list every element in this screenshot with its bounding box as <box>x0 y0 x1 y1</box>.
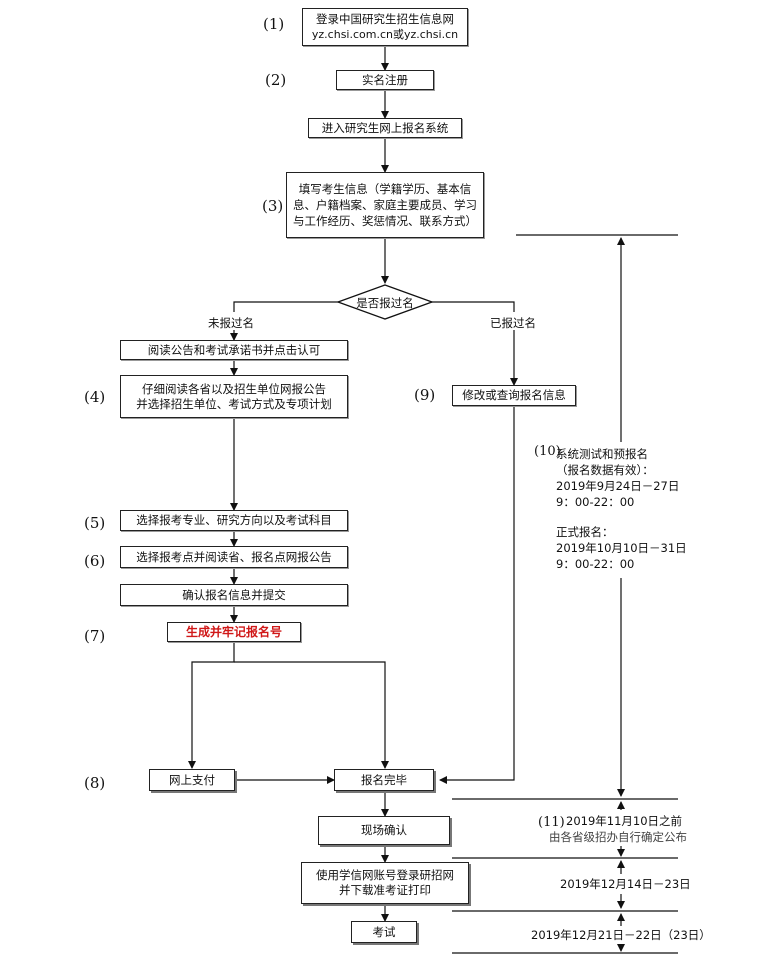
enter-system-label: 进入研究生网上报名系统 <box>321 120 449 135</box>
choose-major-box: 选择报考专业、研究方向以及考试科目 <box>120 510 348 531</box>
step-number-9: (9) <box>414 386 436 404</box>
onsite-time-note-line2: 由各省级招办自行确定公布 <box>549 830 687 844</box>
exam-label: 考试 <box>372 924 396 939</box>
read-notice-box: 阅读公告和考试承诺书并点击认可 <box>120 340 348 360</box>
step-number-6: (6) <box>84 552 106 570</box>
onsite-time-note-line1: 2019年11月10日之前 <box>566 814 683 828</box>
register-done-box: 报名完毕 <box>334 769 434 791</box>
step-number-8: (8) <box>84 774 106 792</box>
onsite-confirm-label: 现场确认 <box>361 823 407 837</box>
choose-site-label: 选择报考点并阅读省、报名点网报公告 <box>136 549 332 564</box>
confirm-submit-label: 确认报名信息并提交 <box>182 587 286 602</box>
register-box: 实名注册 <box>336 70 434 90</box>
fill-info-line1: 填写考生信息（学籍学历、基本信 <box>298 182 472 196</box>
decision-diamond <box>336 284 434 320</box>
login-website-line1: 登录中国研究生招生信息网 <box>316 12 454 26</box>
step-number-2: (2) <box>265 71 287 89</box>
confirm-submit-box: 确认报名信息并提交 <box>120 584 348 606</box>
step-number-11: (11) <box>538 815 565 830</box>
modify-query-box: 修改或查询报名信息 <box>452 385 576 406</box>
step-number-5: (5) <box>84 514 106 532</box>
read-notice-label: 阅读公告和考试承诺书并点击认可 <box>147 342 321 357</box>
decision-label: 是否报过名 <box>356 296 414 310</box>
download-time-note: 2019年12月14日－23日 <box>560 877 691 891</box>
choose-site-box: 选择报考点并阅读省、报名点网报公告 <box>120 546 348 568</box>
pay-online-box: 网上支付 <box>149 769 235 791</box>
onsite-confirm-box: 现场确认 <box>318 816 450 845</box>
formal-registration-note: 正式报名： 2019年10月10日－31日 9：00-22：00 <box>556 525 687 571</box>
pay-online-label: 网上支付 <box>169 772 215 787</box>
modify-query-label: 修改或查询报名信息 <box>462 388 566 402</box>
download-ticket-box: 使用学信网账号登录研招网 并下载准考证打印 <box>301 862 469 904</box>
enter-system-box: 进入研究生网上报名系统 <box>308 118 462 138</box>
line-decision-right <box>430 301 515 312</box>
line-generate-right <box>234 661 389 769</box>
read-unit-line2: 并选择招生单位、考试方式及专项计划 <box>136 396 332 411</box>
choose-major-label: 选择报考专业、研究方向以及考试科目 <box>136 513 332 527</box>
exam-box: 考试 <box>351 921 417 943</box>
step-number-10: (10) <box>534 444 561 459</box>
login-website-line2: yz.chsi.com.cn或yz.chsi.cn <box>311 28 459 41</box>
line-decision-left <box>233 301 340 312</box>
line-generate-split <box>188 642 235 769</box>
not-registered-label: 未报过名 <box>208 316 254 330</box>
step-number-1: (1) <box>263 15 285 33</box>
fill-info-line2: 息、户籍档案、家庭主要成员、学习 <box>293 198 477 212</box>
step-number-3: (3) <box>262 197 284 215</box>
download-ticket-line2: 并下载准考证打印 <box>339 883 431 897</box>
register-done-label: 报名完毕 <box>361 772 407 787</box>
step-number-7: (7) <box>84 627 106 645</box>
read-unit-line1: 仔细阅读各省以及招生单位网报公告 <box>142 381 326 396</box>
download-ticket-line1: 使用学信网账号登录研招网 <box>316 868 454 882</box>
generate-number-label: 生成并牢记报名号 <box>185 624 282 639</box>
fill-info-line3: 与工作经历、奖惩情况、联系方式） <box>293 214 477 228</box>
exam-time-note: 2019年12月21日－22日（23日） <box>531 928 711 942</box>
registered-label: 已报过名 <box>490 316 536 330</box>
step-number-4: (4) <box>84 388 106 406</box>
pre-registration-note: 系统测试和预报名 （报名数据有效）： 2019年9月24日－27日 9：00-2… <box>556 447 680 509</box>
fill-info-box: 填写考生信息（学籍学历、基本信 息、户籍档案、家庭主要成员、学习 与工作经历、奖… <box>286 172 484 238</box>
read-unit-notice-box: 仔细阅读各省以及招生单位网报公告 并选择招生单位、考试方式及专项计划 <box>120 375 348 418</box>
register-label: 实名注册 <box>362 72 408 87</box>
line-modify-done <box>439 406 515 784</box>
login-website-box: 登录中国研究生招生信息网 yz.chsi.com.cn或yz.chsi.cn <box>302 8 468 46</box>
generate-number-box: 生成并牢记报名号 <box>167 622 301 642</box>
